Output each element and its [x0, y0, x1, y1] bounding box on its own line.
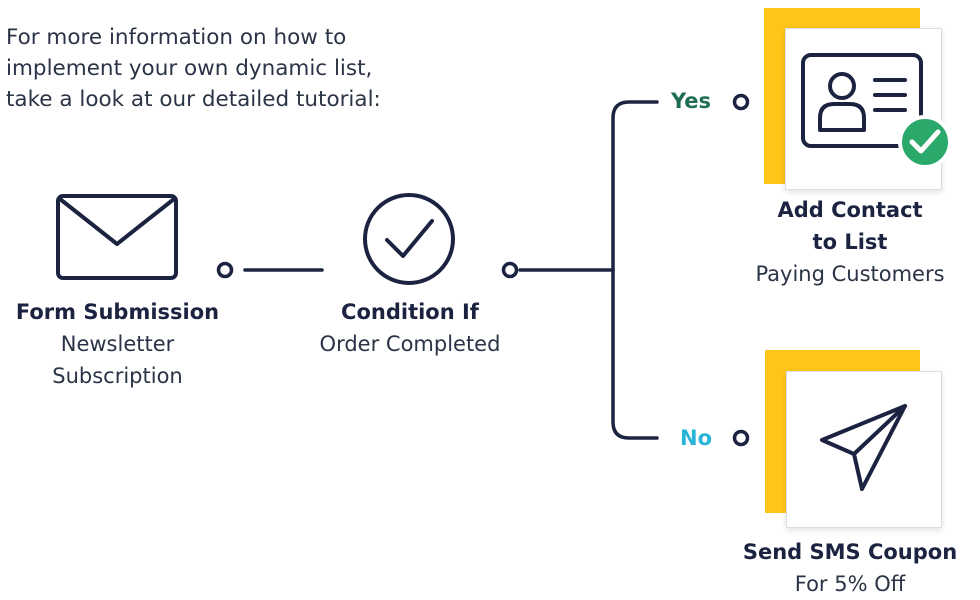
form-submission-label: Form Submission Newsletter Subscription [0, 296, 235, 392]
add-contact-label: Add Contact to List Paying Customers [735, 194, 965, 290]
form-submission-subtitle-2: Subscription [52, 364, 183, 388]
send-sms-label: Send SMS Coupon For 5% Off [725, 536, 975, 600]
intro-line-1: For more information on how to [6, 25, 347, 50]
add-contact-title-2: to List [812, 230, 888, 254]
no-connector-dot [732, 429, 750, 447]
contact-card-icon [801, 53, 923, 148]
no-branch-line [611, 268, 659, 440]
send-sms-card [786, 371, 942, 528]
add-contact-title-1: Add Contact [777, 198, 923, 222]
form-submission-subtitle-1: Newsletter [60, 332, 175, 356]
add-contact-subtitle: Paying Customers [755, 262, 945, 286]
condition-title: Condition If [341, 300, 479, 324]
yes-branch-label: Yes [671, 89, 712, 113]
connector-dot-1 [216, 261, 234, 279]
envelope-icon [56, 194, 178, 280]
checkmark-circle-icon [363, 193, 455, 285]
no-branch-label: No [680, 426, 713, 450]
condition-label: Condition If Order Completed [290, 296, 530, 360]
paper-plane-icon [820, 404, 907, 491]
green-check-badge-icon [898, 115, 952, 169]
intro-text: For more information on how to implement… [6, 22, 446, 115]
condition-subtitle: Order Completed [319, 332, 501, 356]
form-submission-title: Form Submission [15, 300, 220, 324]
send-sms-subtitle: For 5% Off [794, 572, 906, 596]
intro-line-2: implement your own dynamic list, [6, 56, 373, 81]
connector-dot-2 [501, 261, 519, 279]
yes-connector-dot [732, 93, 750, 111]
intro-line-3: take a look at our detailed tutorial: [6, 87, 381, 112]
send-sms-title: Send SMS Coupon [742, 540, 958, 564]
yes-branch-line [611, 100, 659, 272]
